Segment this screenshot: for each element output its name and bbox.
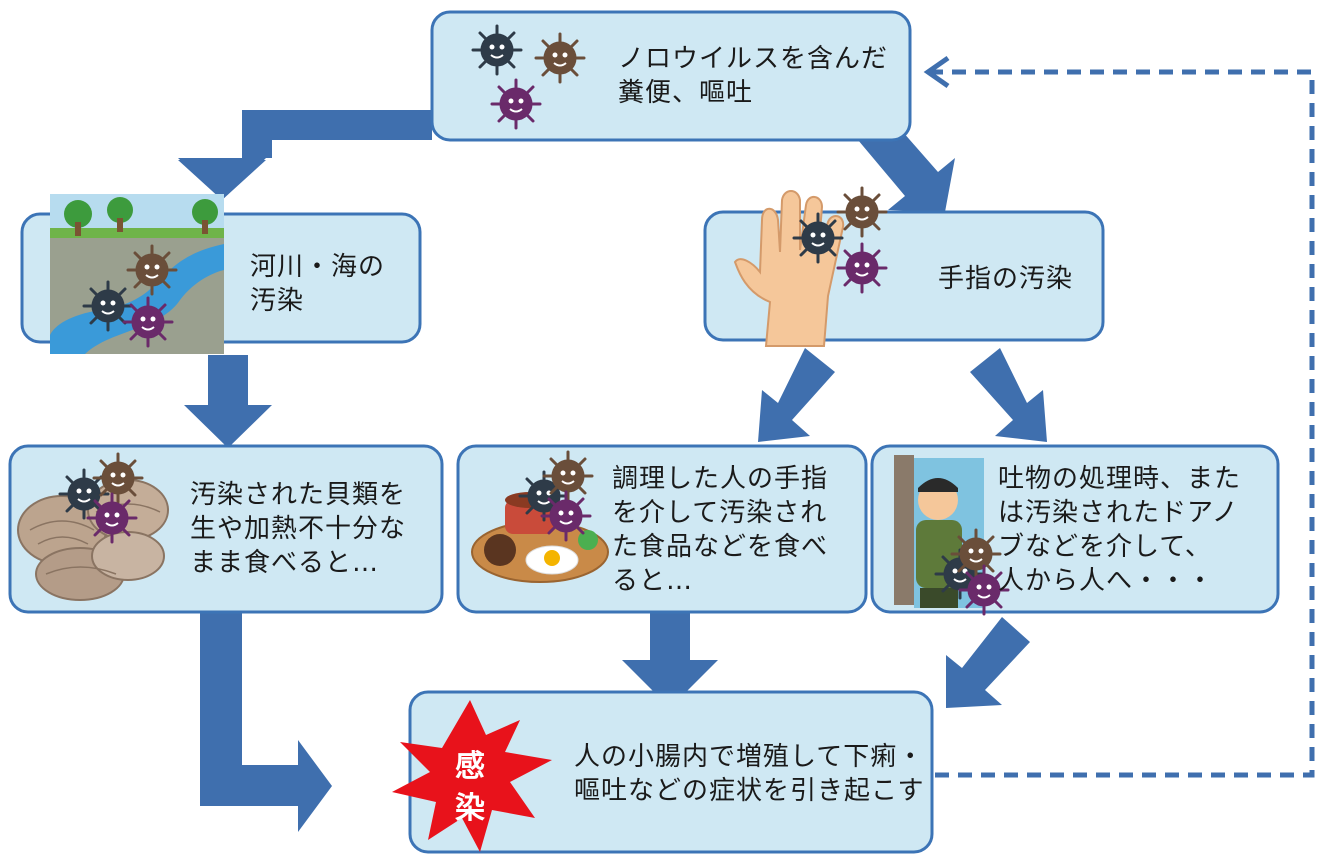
arrow-source-to-river-main — [178, 62, 432, 200]
source-node-text: ノロウイルスを含んだ 糞便、嘔吐 — [618, 44, 889, 108]
person-at-door-illustration — [894, 455, 1010, 616]
explosion-burst-icon — [392, 700, 552, 852]
arrows — [178, 62, 1047, 832]
arrow-river-to-shellfish — [184, 355, 272, 448]
shellfish-illustration — [17, 452, 169, 601]
infection-badge: 感 染 — [450, 746, 490, 830]
arrow-shellfish-to-infection — [200, 610, 332, 832]
dashed-arrow-head — [923, 55, 950, 89]
river-node-text: 河川・海の 汚染 — [250, 252, 386, 316]
infection-badge-line2: 染 — [455, 791, 485, 826]
arrow-person-to-infection — [946, 617, 1030, 708]
food-plate-illustration — [471, 450, 609, 583]
infection-node-text: 人の小腸内で増殖して下痢・ 嘔吐などの症状を引き起こす — [574, 742, 925, 806]
person-node-text: 吐物の処理時、また は汚染されたドアノ ブなどを介して、 人から人へ・・・ — [998, 464, 1242, 596]
arrow-hands-to-person — [970, 348, 1047, 442]
arrow-hands-to-food — [758, 348, 835, 442]
shellfish-node-text: 汚染された貝類を 生や加熱不十分な まま食べると… — [190, 480, 407, 578]
hands-node-text: 手指の汚染 — [938, 264, 1074, 294]
hand-illustration — [733, 186, 888, 347]
arrow-food-to-infection — [622, 610, 718, 708]
infection-badge-line1: 感 — [455, 749, 485, 784]
food-node-text: 調理した人の手指 を介して汚染され た食品などを食べ ると… — [612, 464, 829, 596]
dashed-return-arrow — [930, 69, 1315, 778]
infection-box — [408, 690, 934, 854]
river-illustration — [50, 194, 224, 354]
